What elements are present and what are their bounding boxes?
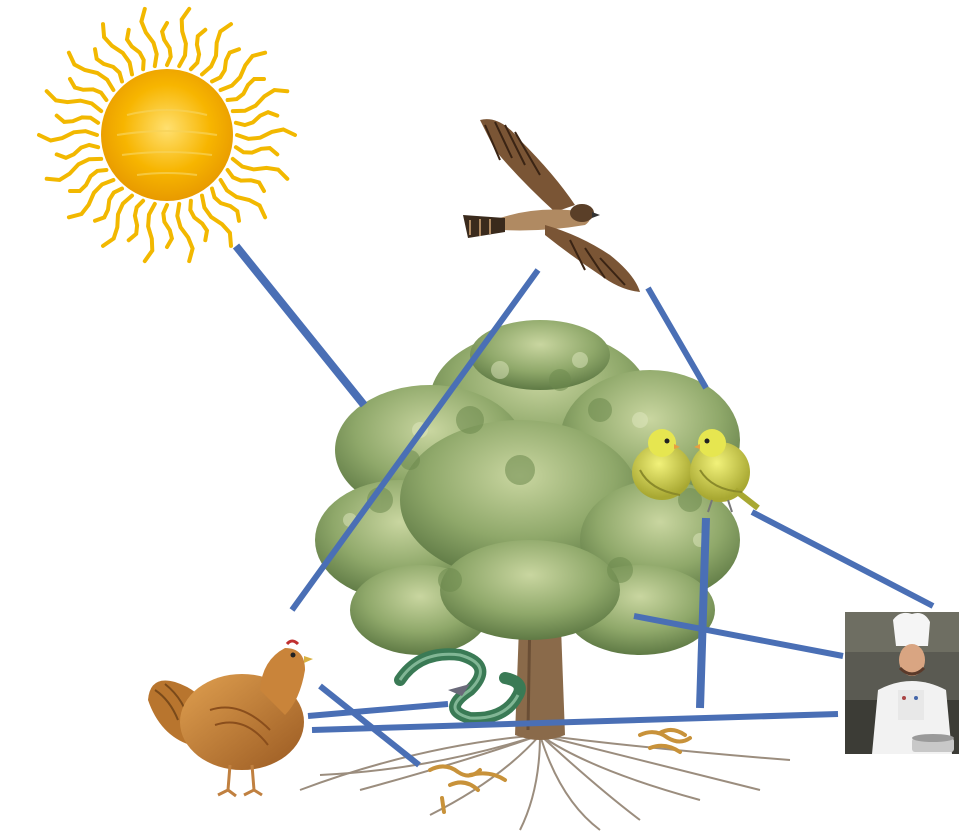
sun-ray <box>162 23 171 65</box>
sun-icon <box>39 9 295 261</box>
sun-ray <box>233 90 287 111</box>
hawk-icon <box>463 119 640 292</box>
sun-ray <box>145 204 155 261</box>
sun-ray <box>57 145 98 158</box>
sun-ray <box>233 159 287 179</box>
sun-ray <box>236 112 277 125</box>
sun-ray <box>70 79 106 100</box>
sun-ray <box>236 147 277 154</box>
sun-ray <box>212 189 239 221</box>
sun-ray <box>221 180 266 217</box>
sun-ray <box>39 131 97 140</box>
sun-ray <box>191 30 205 69</box>
tree-icon <box>300 320 790 830</box>
sun-ray <box>57 116 98 123</box>
hen-icon <box>148 641 313 796</box>
sun-ray <box>95 49 122 81</box>
worm-icon <box>430 730 690 812</box>
sun-ray <box>47 91 102 111</box>
sun-ray <box>47 159 102 180</box>
sun-ray <box>69 53 114 90</box>
sun-ray <box>179 9 189 66</box>
sun-ray <box>163 205 172 247</box>
sun-ray <box>129 201 143 240</box>
chef-icon <box>845 612 959 754</box>
sun-ray <box>237 130 295 139</box>
sun-ray <box>228 170 264 191</box>
